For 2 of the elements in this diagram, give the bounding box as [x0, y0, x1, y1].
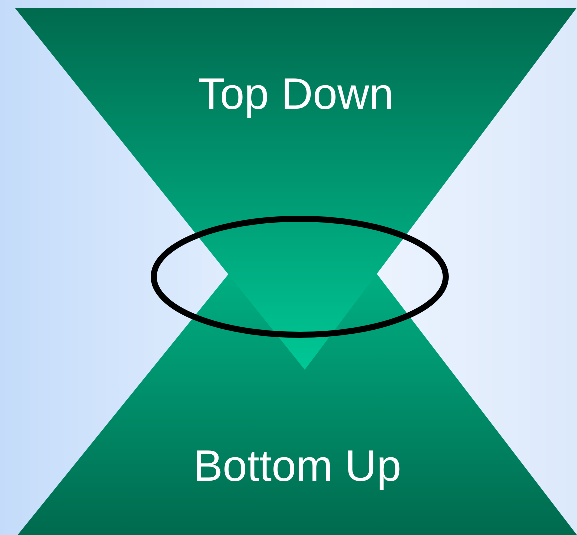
triangle-label: Bottom Up: [194, 442, 402, 492]
triangle-label: Top Down: [198, 70, 394, 120]
